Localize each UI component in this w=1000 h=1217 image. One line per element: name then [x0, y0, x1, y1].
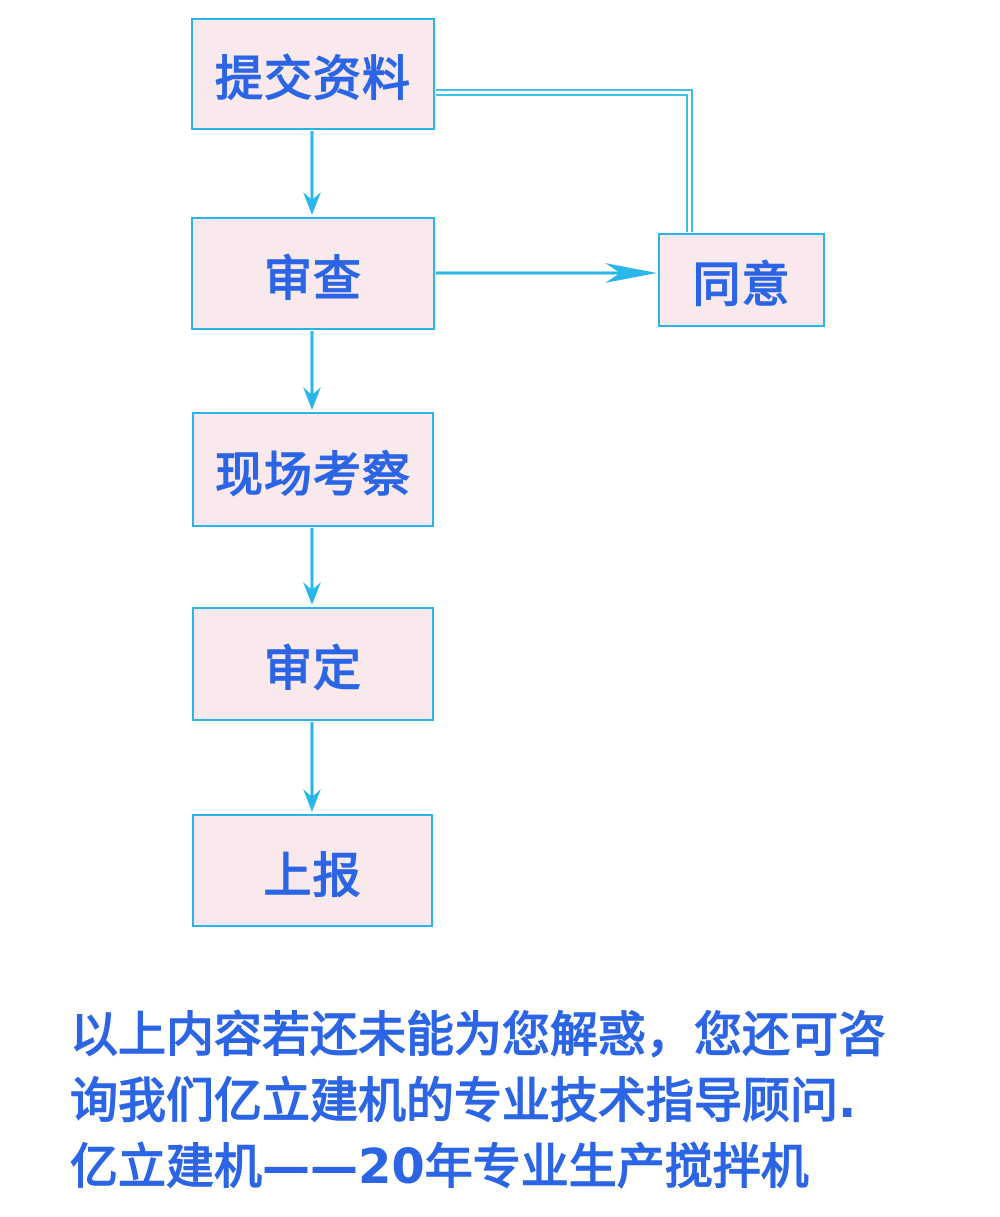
node-submit-materials: 提交资料 — [191, 18, 435, 130]
connector-approval-to-report-arrow — [303, 722, 321, 812]
footer-text: 以上内容若还未能为您解惑，您还可咨 询我们亿立建机的专业技术指导顾问. 亿立建机… — [70, 1002, 950, 1200]
connector-submit-to-agree-double-line — [436, 89, 693, 232]
node-report-up-label: 上报 — [263, 847, 362, 904]
node-agree: 同意 — [658, 233, 825, 327]
footer-line-3: 亿立建机——20年专业生产搅拌机 — [70, 1139, 809, 1195]
node-site-inspection-label: 现场考察 — [214, 446, 411, 503]
node-final-approval: 审定 — [192, 607, 434, 721]
node-review-label: 审查 — [263, 250, 362, 307]
node-report-up: 上报 — [192, 814, 433, 927]
node-submit-materials-label: 提交资料 — [214, 51, 411, 107]
node-site-inspection: 现场考察 — [192, 412, 434, 527]
node-final-approval-label: 审定 — [263, 641, 362, 697]
connector-review-to-agree-arrow — [436, 263, 657, 283]
footer-line-1: 以上内容若还未能为您解惑，您还可咨 — [70, 1007, 887, 1063]
connector-submit-to-review-arrow — [303, 131, 321, 215]
connector-site-to-approval-arrow — [303, 528, 321, 605]
footer-line-2: 询我们亿立建机的专业技术指导顾问. — [70, 1073, 857, 1129]
node-agree-label: 同意 — [692, 257, 791, 313]
node-review: 审查 — [191, 217, 435, 330]
connector-review-to-site-arrow — [303, 331, 321, 410]
